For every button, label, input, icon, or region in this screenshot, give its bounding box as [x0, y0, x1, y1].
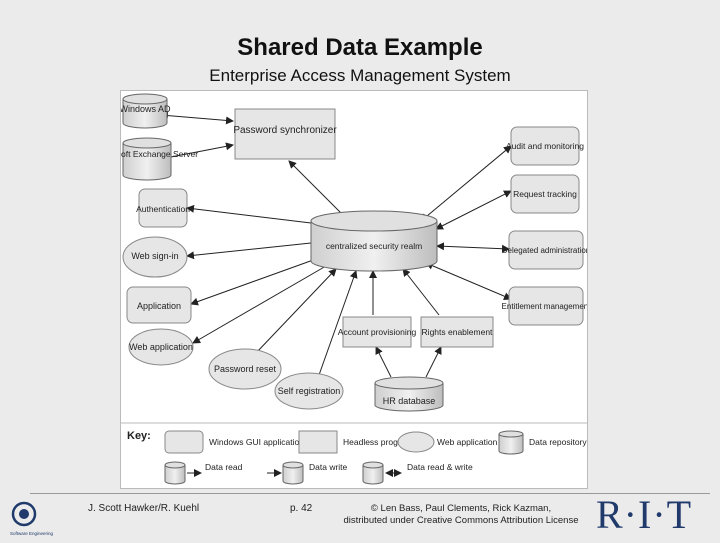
key-data-write-icon — [267, 461, 304, 485]
arrow-realm-request — [435, 190, 512, 230]
key-data-read-write-label: Data read & write — [407, 462, 473, 472]
arrow-selfreg-realm — [318, 270, 358, 376]
key-windows-gui-label: Windows GUI application — [209, 437, 304, 447]
key-data-read-icon — [164, 461, 202, 485]
hr-database-repository: HR database — [374, 376, 444, 412]
footer-author: J. Scott Hawker/R. Kuehl — [88, 503, 200, 514]
arrow-realm-audit — [420, 145, 512, 222]
footer-copyright: © Len Bass, Paul Clements, Rick Kazman, … — [330, 503, 592, 527]
arrow-realm-websignin — [186, 242, 312, 260]
audit-monitoring-node: Audit and monitoring — [506, 126, 584, 166]
delegated-admin-node: Delegated administration — [502, 230, 587, 270]
account-provisioning-node: Account provisioning — [338, 316, 417, 348]
architecture-diagram: Windows AD Microsoft Exchange Server Pas… — [120, 90, 588, 489]
key-web-app-label: Web application — [437, 437, 498, 447]
password-reset-node: Password reset — [208, 348, 282, 390]
arrow-realm-delegated — [436, 242, 510, 253]
authentication-node: Authentication — [136, 188, 190, 228]
arrow-realm-webapp — [192, 265, 327, 344]
arrow-exchange-sync — [170, 142, 234, 158]
request-tracking-node: Request tracking — [510, 174, 580, 214]
self-registration-label: Self registration — [278, 386, 341, 396]
web-application-label: Web application — [129, 342, 193, 352]
web-signin-label: Web sign-in — [131, 251, 178, 261]
key-data-repo-icon — [498, 430, 524, 455]
key-data-write-label: Data write — [309, 462, 348, 472]
authentication-label: Authentication — [136, 204, 190, 214]
arrow-reset-realm — [255, 268, 337, 354]
arrow-realm-application — [190, 258, 317, 306]
arrow-realm-auth — [186, 204, 312, 224]
web-application-node: Web application — [128, 328, 194, 366]
security-realm-label: centralized security realm — [326, 241, 422, 251]
application-node: Application — [126, 286, 192, 324]
arrow-rights-realm — [402, 268, 440, 316]
security-realm-repository: centralized security realm — [310, 210, 438, 272]
key-windows-gui-icon — [164, 430, 204, 454]
key-headless-icon — [298, 430, 338, 454]
password-reset-label: Password reset — [214, 364, 277, 374]
account-provisioning-label: Account provisioning — [338, 327, 417, 337]
arrow-realm-entitlement — [425, 262, 512, 300]
arrow-realm-sync — [288, 160, 342, 214]
slide-subtitle: Enterprise Access Management System — [209, 66, 511, 85]
hr-database-label: HR database — [383, 396, 436, 406]
self-registration-node: Self registration — [274, 372, 344, 410]
exchange-label: Microsoft Exchange Server — [121, 149, 198, 159]
web-signin-node: Web sign-in — [122, 236, 188, 278]
rights-enablement-node: Rights enablement — [420, 316, 494, 348]
entitlement-label: Entitlement management — [502, 302, 587, 311]
slide-title: Shared Data Example — [237, 34, 483, 61]
key-data-repo-label: Data repository — [529, 437, 587, 447]
request-tracking-label: Request tracking — [513, 189, 577, 199]
key-label: Key: — [127, 430, 151, 442]
windows-ad-repository: Windows AD — [121, 93, 171, 129]
key-headless-label: Headless program — [343, 437, 412, 447]
rit-logo: R·I·T — [596, 492, 693, 537]
arrow-hr-rights — [425, 346, 442, 378]
arrow-hr-provisioning — [375, 346, 392, 378]
copyright-line-2: distributed under Creative Commons Attri… — [343, 515, 579, 526]
application-label: Application — [137, 301, 181, 311]
footer-divider — [30, 493, 710, 494]
arrows — [160, 111, 512, 378]
password-synchronizer: Password synchronizer — [233, 108, 337, 160]
windows-ad-label: Windows AD — [121, 104, 171, 114]
software-engineering-logo: Software Engineering — [6, 498, 56, 543]
password-sync-label: Password synchronizer — [233, 125, 337, 136]
rights-enablement-label: Rights enablement — [422, 327, 494, 337]
key-data-read-label: Data read — [205, 462, 243, 472]
key-web-app-icon — [397, 431, 435, 453]
key-data-read-write-icon — [362, 461, 402, 485]
exchange-repository: Microsoft Exchange Server — [121, 137, 198, 181]
page-number: p. 42 — [290, 503, 313, 514]
arrow-ad-sync — [160, 111, 234, 125]
copyright-line-1: © Len Bass, Paul Clements, Rick Kazman, — [370, 503, 552, 514]
entitlement-node: Entitlement management — [502, 286, 587, 326]
audit-label: Audit and monitoring — [506, 141, 584, 151]
diagram-key: Key: Windows GUI application Headless pr… — [121, 422, 587, 485]
svg-text:Software Engineering: Software Engineering — [10, 531, 54, 536]
delegated-admin-label: Delegated administration — [502, 246, 587, 255]
